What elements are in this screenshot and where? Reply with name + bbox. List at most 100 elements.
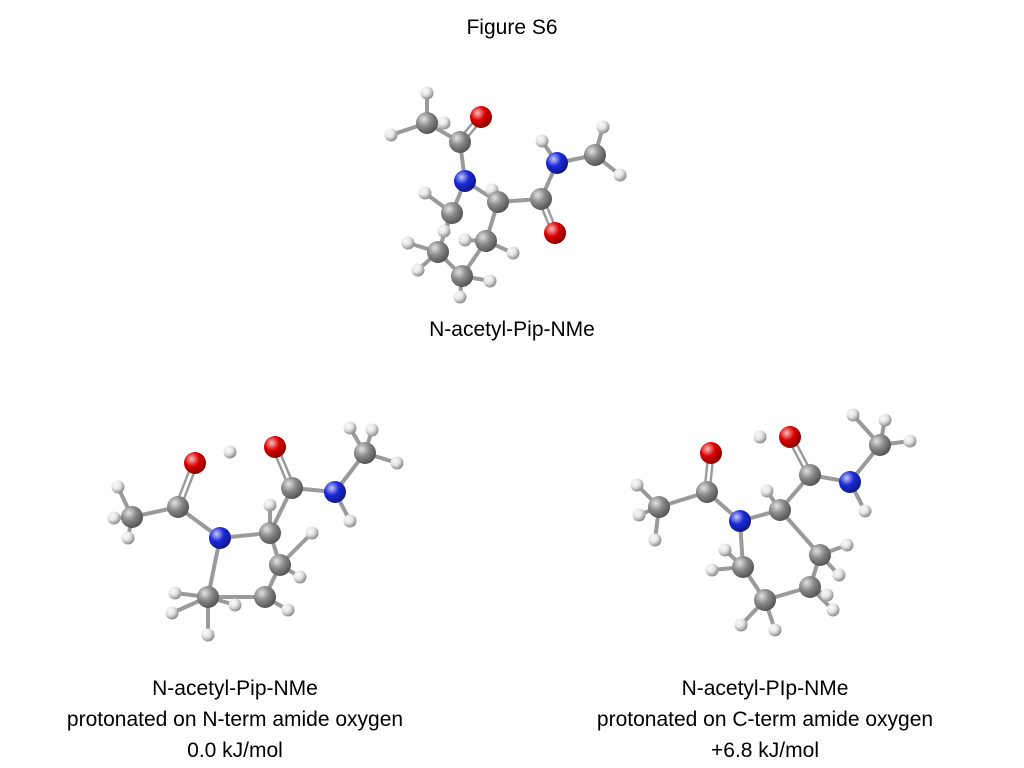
hydrogen-atom [343,421,357,435]
carbon-atom [799,576,821,598]
carbon-atom [809,544,831,566]
hydrogen-atom [165,606,179,620]
carbon-atom [259,522,281,544]
molecule-bottom-left-caption: N-acetyl-Pip-NMe protonated on N-term am… [20,673,450,766]
hydrogen-atom [760,484,774,498]
hydrogen-atom [632,508,646,522]
hydrogen-atom [281,603,295,617]
hydrogen-atom [483,274,497,288]
carbon-atom [427,241,449,263]
molecule-bottom-right-model [615,405,935,645]
hydrogen-atom [753,430,767,444]
caption-line-1: N-acetyl-Pip-NMe [152,677,318,700]
oxygen-atom [700,442,722,464]
carbon-atom [281,477,303,499]
atoms [107,421,404,642]
hydrogen-atom [401,236,415,250]
molecule-bottom-right-svg [630,408,917,637]
carbon-atom [475,230,497,252]
molecule-bottom-right-caption: N-acetyl-PIp-NMe protonated on C-term am… [545,673,985,766]
hydrogen-atom [263,498,277,512]
carbon-atom [121,506,143,528]
hydrogen-atom [111,480,125,494]
carbon-atom [449,131,471,153]
carbon-atom [648,496,670,518]
hydrogen-atom [506,246,520,260]
carbon-atom [732,556,754,578]
hydrogen-atom [630,478,644,492]
hydrogen-atom [705,563,719,577]
hydrogen-atom [648,533,662,547]
hydrogen-atom [535,134,549,148]
caption-line-2: protonated on N-term amide oxygen [66,708,404,731]
hydrogen-atom [878,413,892,427]
oxygen-atom [544,222,566,244]
molecule-bottom-left-svg [107,421,404,642]
hydrogen-atom [305,526,319,540]
hydrogen-atom [293,570,307,584]
hydrogen-atom [458,233,472,247]
oxygen-atom [184,452,206,474]
molecule-top-svg [384,86,627,304]
caption-line-1: N-acetyl-Pip-NMe [429,318,595,341]
carbon-atom [696,481,718,503]
atoms [630,408,917,637]
hydrogen-atom [121,531,135,545]
hydrogen-atom [420,86,434,100]
hydrogen-atom [840,538,854,552]
carbon-atom [769,499,791,521]
caption-line-1: N-acetyl-PIp-NMe [681,677,849,700]
hydrogen-atom [832,568,846,582]
molecule-bottom-left-model [100,415,420,650]
carbon-atom [167,496,189,518]
oxygen-atom [779,426,801,448]
molecule-top-caption: N-acetyl-Pip-NMe [312,314,712,345]
hydrogen-atom [390,456,404,470]
hydrogen-atom [596,120,610,134]
hydrogen-atom [228,598,242,612]
nitrogen-atom [324,481,346,503]
nitrogen-atom [454,170,476,192]
nitrogen-atom [839,471,861,493]
hydrogen-atom [365,423,379,437]
hydrogen-atom [384,128,398,142]
nitrogen-atom [209,527,231,549]
carbon-atom [416,112,438,134]
carbon-atom [869,434,891,456]
hydrogen-atom [820,588,834,602]
atoms [384,86,627,304]
hydrogen-atom [768,623,782,637]
hydrogen-atom [858,504,872,518]
bonds [112,426,399,637]
oxygen-atom [470,106,492,128]
hydrogen-atom [411,263,425,277]
hydrogen-atom [718,543,732,557]
carbon-atom [584,144,606,166]
hydrogen-atom [437,116,451,130]
carbon-atom [754,589,776,611]
hydrogen-atom [201,628,215,642]
nitrogen-atom [729,510,751,532]
hydrogen-atom [223,445,237,459]
nitrogen-atom [546,152,568,174]
hydrogen-atom [734,618,748,632]
oxygen-atom [264,436,286,458]
carbon-atom [354,442,376,464]
caption-line-3: 0.0 kJ/mol [187,739,283,762]
hydrogen-atom [168,586,182,600]
hydrogen-atom [418,186,432,200]
hydrogen-atom [826,603,840,617]
carbon-atom [451,265,473,287]
caption-line-2: protonated on C-term amide oxygen [596,708,934,731]
carbon-atom [441,202,463,224]
molecule-top-model [370,86,640,315]
carbon-atom [254,586,276,608]
caption-line-3: +6.8 kJ/mol [711,739,819,762]
hydrogen-atom [453,290,467,304]
hydrogen-atom [343,514,357,528]
carbon-atom [269,554,291,576]
carbon-atom [530,188,552,210]
hydrogen-atom [613,168,627,182]
carbon-atom [197,586,219,608]
carbon-atom [487,191,509,213]
